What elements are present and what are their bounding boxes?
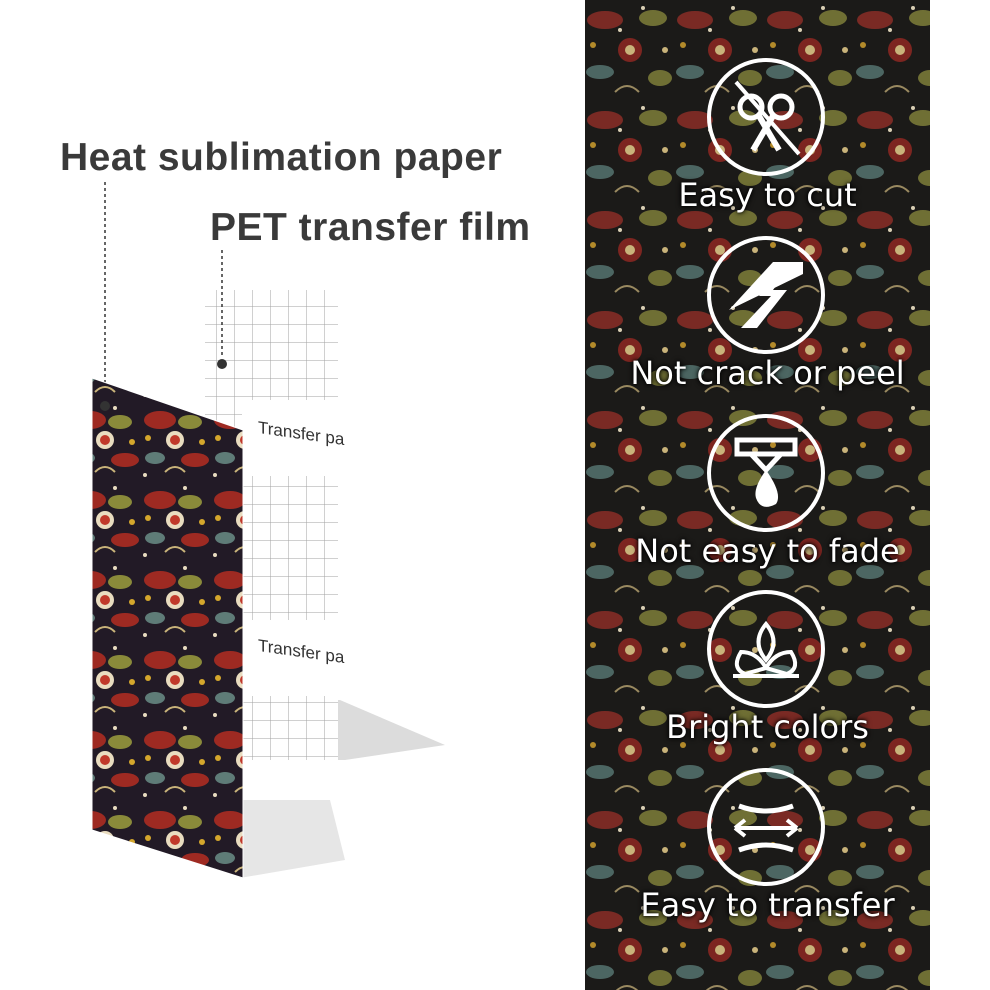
heat-sublimation-label: Heat sublimation paper [60, 136, 503, 179]
scissors-icon [707, 58, 825, 176]
drop-fade-icon [707, 414, 825, 532]
feature-label: Easy to cut [678, 176, 857, 214]
feature-panel: Easy to cut Not crack or peel Not easy t… [585, 0, 930, 990]
feature-label: Not crack or peel [630, 354, 905, 392]
feature-not-fade: Not easy to fade [585, 414, 930, 584]
feature-easy-transfer: Easy to transfer [585, 768, 930, 938]
layer-illustration: Heat sublimation paper PET transfer film… [60, 136, 531, 879]
right-margin [930, 0, 990, 990]
transfer-arrows-icon [707, 768, 825, 886]
pet-film-label: PET transfer film [210, 206, 531, 249]
feature-bright-colors: Bright colors [585, 590, 930, 760]
feature-label: Easy to transfer [640, 886, 895, 924]
feature-not-crack: Not crack or peel [585, 236, 930, 406]
heat-paper-sheet [92, 378, 243, 878]
petals-icon [707, 590, 825, 708]
crack-icon [707, 236, 825, 354]
layers-diagram [91, 182, 445, 879]
feature-label: Not easy to fade [635, 532, 900, 570]
feature-easy-to-cut: Easy to cut [585, 58, 930, 228]
paper-shadow [240, 800, 345, 878]
feature-label: Bright colors [666, 708, 869, 746]
